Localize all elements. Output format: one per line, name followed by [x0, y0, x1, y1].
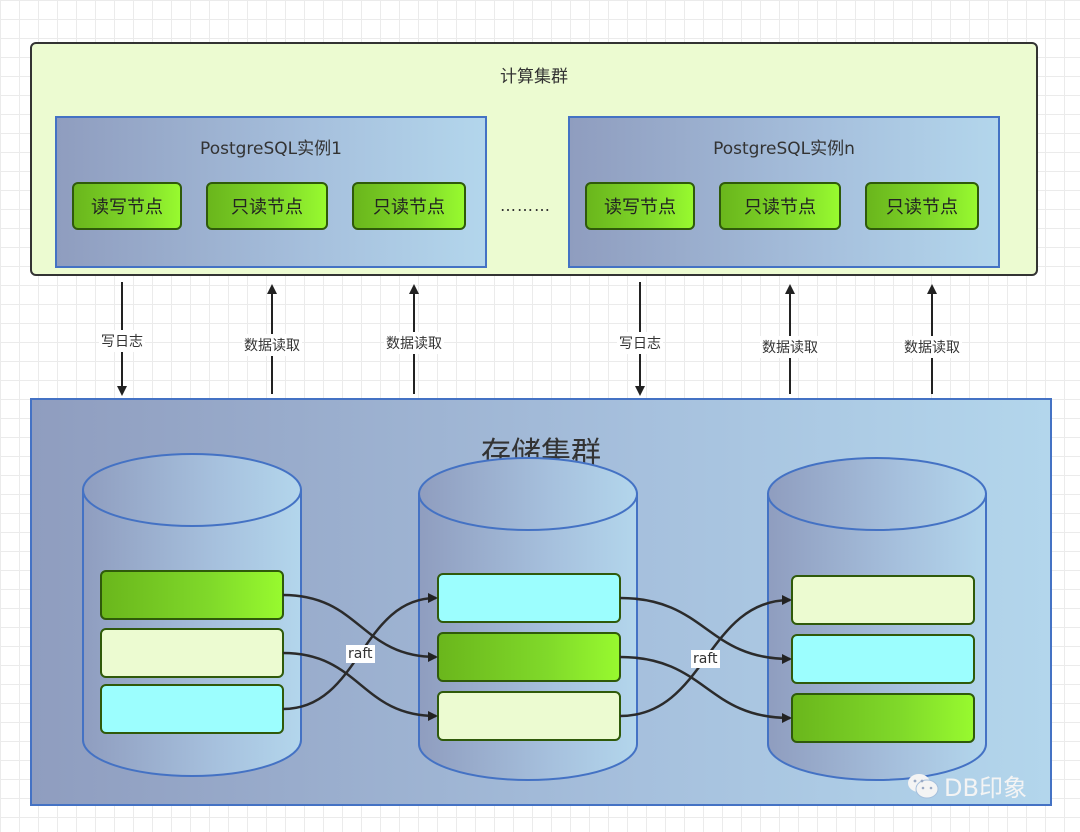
compute-cluster-title: 计算集群 — [500, 67, 568, 87]
ro-node: 只读节点 — [352, 182, 466, 230]
instance-title: PostgreSQL实例n — [713, 139, 855, 159]
raft-replication-link — [282, 593, 438, 662]
partition-follower-a — [437, 691, 621, 741]
arrow-label: 数据读取 — [384, 332, 444, 354]
storage-node-cylinder — [418, 457, 638, 781]
partition-leader — [437, 632, 621, 682]
watermark-text: DB印象 — [944, 774, 1027, 802]
partition-follower-b — [437, 573, 621, 623]
arrow-label: 数据读取 — [902, 336, 962, 358]
watermark: DB印象 — [906, 768, 1027, 803]
arrow-label: 数据读取 — [242, 334, 302, 356]
ro-node: 只读节点 — [719, 182, 841, 230]
partition-follower-a — [100, 628, 284, 678]
cylinder-top — [767, 457, 987, 531]
rw-node: 读写节点 — [72, 182, 182, 230]
partition-follower-b — [100, 684, 284, 734]
raft-replication-link — [619, 596, 792, 664]
partition-leader — [791, 693, 975, 743]
ellipsis: ……… — [500, 196, 551, 215]
rw-node: 读写节点 — [585, 182, 695, 230]
partition-leader — [100, 570, 284, 620]
ro-node: 只读节点 — [206, 182, 328, 230]
raft-label: raft — [346, 645, 375, 663]
raft-replication-link — [282, 651, 438, 721]
partition-follower-a — [791, 575, 975, 625]
storage-node-cylinder — [767, 457, 987, 781]
cylinder-top — [82, 453, 302, 527]
arrow-label: 数据读取 — [760, 336, 820, 358]
wechat-icon — [908, 773, 939, 798]
pg-instance-n: PostgreSQL实例n 读写节点 只读节点 只读节点 — [568, 116, 1000, 268]
raft-replication-link — [619, 655, 792, 723]
storage-node-cylinder — [82, 453, 302, 777]
ro-node: 只读节点 — [865, 182, 979, 230]
cylinder-top — [418, 457, 638, 531]
arrow-label: 写日志 — [99, 330, 145, 352]
pg-instance-1: PostgreSQL实例1 读写节点 只读节点 只读节点 — [55, 116, 487, 268]
arrow-label: 写日志 — [617, 332, 663, 354]
instance-title: PostgreSQL实例1 — [200, 139, 342, 159]
partition-follower-b — [791, 634, 975, 684]
raft-label: raft — [691, 650, 720, 668]
